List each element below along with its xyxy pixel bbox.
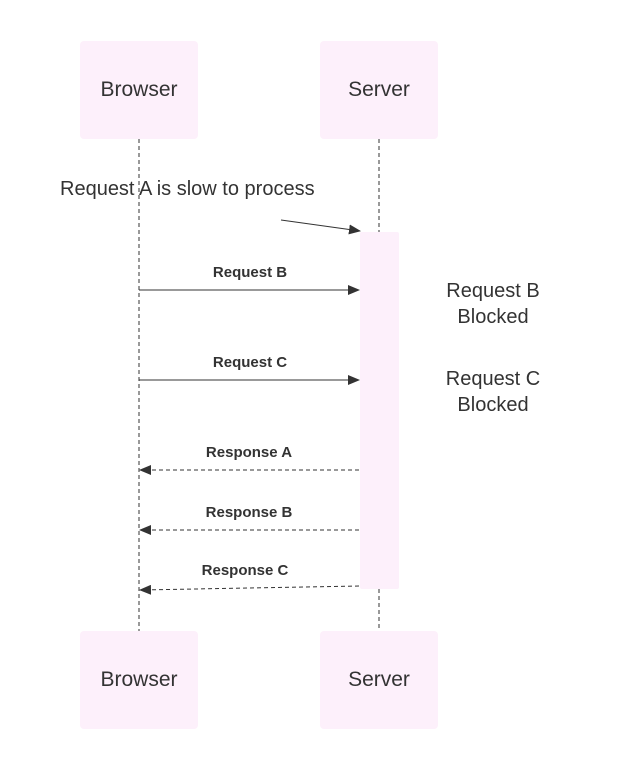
label-response-c: Response C xyxy=(201,562,289,579)
browser-actor-bottom: Browser xyxy=(80,631,198,729)
server-actor-bottom: Server xyxy=(320,631,438,729)
response-c-arrow xyxy=(139,584,360,595)
note-request-c-blocked: Request C Blocked xyxy=(429,366,557,418)
note-request-b-blocked: Request B Blocked xyxy=(429,278,557,330)
label-request-c: Request C xyxy=(212,354,288,371)
label-request-b: Request B xyxy=(212,264,288,281)
server-actor-top: Server xyxy=(320,41,438,139)
label-response-b: Response B xyxy=(205,504,293,521)
server-activation-bar xyxy=(360,232,399,589)
note-line: Blocked xyxy=(457,394,529,416)
label-response-a: Response A xyxy=(205,444,293,461)
request-a-arrow xyxy=(280,219,361,235)
note-line: Request B xyxy=(446,280,540,302)
note-line: Blocked xyxy=(457,306,529,328)
note-line: Request C xyxy=(445,368,541,390)
note-request-a-slow: Request A is slow to process xyxy=(60,178,315,200)
browser-actor-top: Browser xyxy=(80,41,198,139)
